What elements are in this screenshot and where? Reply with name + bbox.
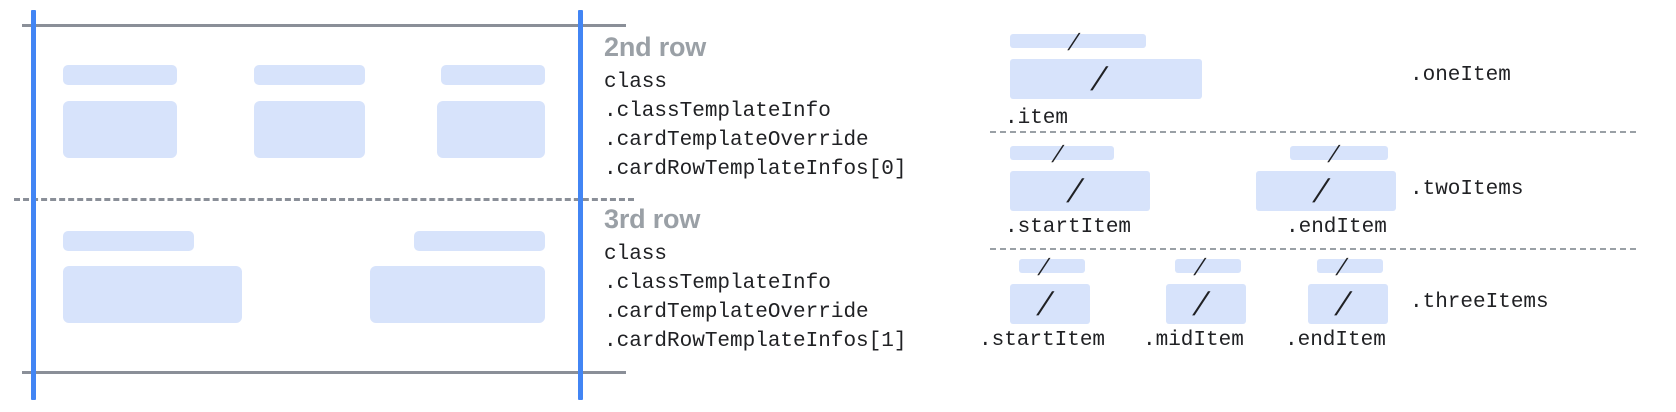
row2-cell2-title-bar <box>254 65 365 85</box>
variant-separator-1 <box>990 131 1636 133</box>
row2-cell1-title-bar <box>63 65 177 85</box>
card-bottom-rule <box>22 371 626 374</box>
variant-separator-2 <box>990 248 1636 250</box>
annotation-title: 3rd row <box>604 204 701 234</box>
slot-body-bar <box>1010 171 1150 211</box>
annotation-title: 2nd row <box>604 32 707 62</box>
slot-body-bar <box>1010 284 1090 324</box>
slot-label: .endItem <box>1285 329 1386 352</box>
card-right-guide-line <box>578 10 583 400</box>
annotation-code-line: .cardRowTemplateInfos[0] <box>604 158 907 181</box>
slot-label: .item <box>1005 107 1069 130</box>
card-mock-panel <box>0 0 640 412</box>
row2-cell2-body-bar <box>254 101 365 158</box>
annotation-block-2nd-row: 2nd row class .classTemplateInfo .cardTe… <box>604 32 906 184</box>
card-top-rule <box>22 24 626 27</box>
slot-label: .endItem <box>1286 216 1387 239</box>
annotation-code-line: class <box>604 243 668 266</box>
slot-body-bar <box>1166 284 1246 324</box>
variant-label: .oneItem <box>1410 64 1511 87</box>
annotation-code-line: .cardTemplateOverride <box>604 301 869 324</box>
row3-cell2-body-bar <box>370 266 545 323</box>
annotation-code-line: .classTemplateInfo <box>604 100 831 123</box>
slot-label: .midItem <box>1143 329 1244 352</box>
slot-label: .startItem <box>979 329 1106 352</box>
slot-top-bar <box>1019 259 1085 273</box>
card-row-divider <box>14 198 634 201</box>
annotation-code-line: class <box>604 71 668 94</box>
slot-top-bar <box>1010 34 1146 48</box>
row3-cell1-body-bar <box>63 266 242 323</box>
slot-body-bar <box>1256 171 1396 211</box>
slot-top-bar <box>1175 259 1241 273</box>
row2-cell1-body-bar <box>63 101 177 158</box>
annotation-code-line: .cardTemplateOverride <box>604 129 869 152</box>
row2-cell3-body-bar <box>437 101 545 158</box>
slot-label: .startItem <box>1005 216 1132 239</box>
variant-label: .threeItems <box>1410 291 1549 314</box>
slot-body-bar <box>1308 284 1388 324</box>
variant-label: .twoItems <box>1410 178 1524 201</box>
annotation-block-3rd-row: 3rd row class .classTemplateInfo .cardTe… <box>604 204 906 356</box>
row2-cell3-title-bar <box>441 65 545 85</box>
card-left-guide-line <box>31 10 36 400</box>
row3-cell1-title-bar <box>63 231 194 251</box>
item-variants-panel: / / .item .oneItem / / .startItem / / .e… <box>960 0 1676 412</box>
slot-top-bar <box>1010 146 1114 160</box>
annotation-code-line: .classTemplateInfo <box>604 272 831 295</box>
slot-body-bar <box>1010 59 1202 99</box>
row3-cell2-title-bar <box>414 231 545 251</box>
annotation-code-line: .cardRowTemplateInfos[1] <box>604 330 907 353</box>
slot-top-bar <box>1290 146 1388 160</box>
slot-top-bar <box>1317 259 1383 273</box>
